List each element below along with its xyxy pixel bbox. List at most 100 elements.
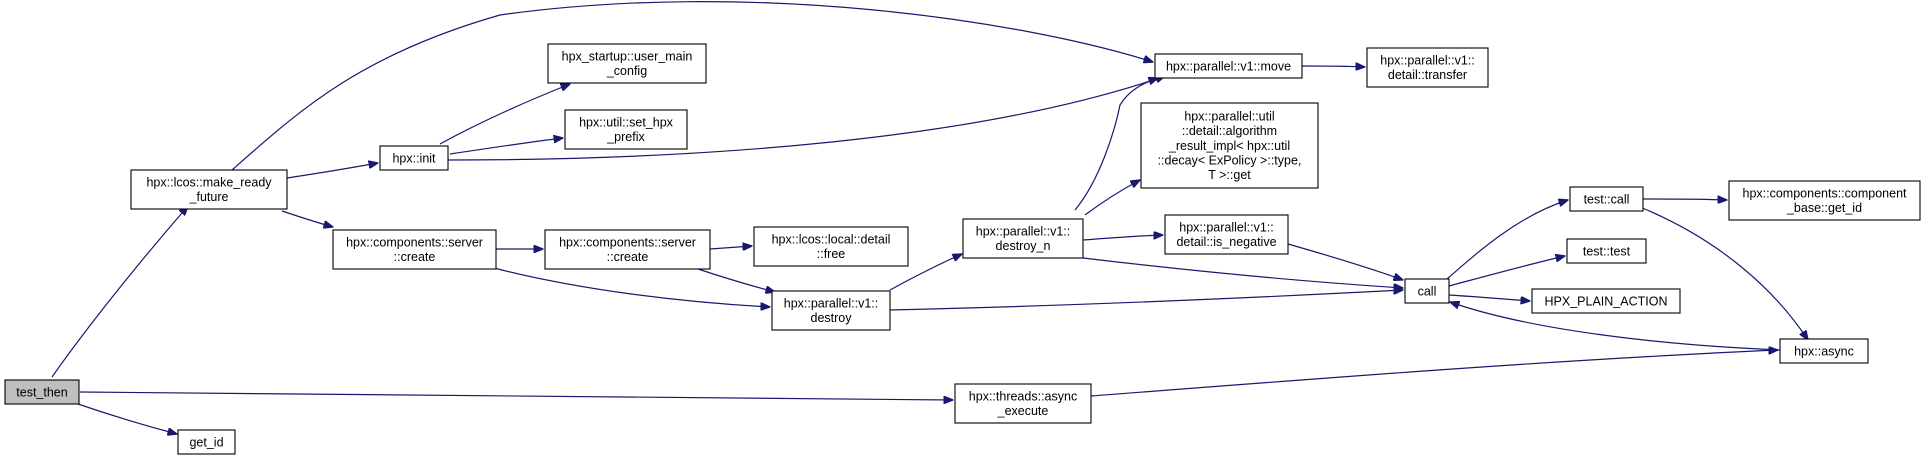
node-label-line: hpx::parallel::v1::	[784, 297, 879, 311]
node-box	[544, 229, 711, 270]
node-label-line: detail::is_negative	[1176, 235, 1276, 249]
edge-hpx-init-to-user-main-config	[439, 84, 570, 145]
node-label-line: hpx::lcos::local::detail	[772, 233, 891, 247]
node-box	[1566, 238, 1647, 264]
node-label-line: _base::get_id	[1786, 201, 1862, 215]
edge-make-ready-future-to-server-create-1	[281, 210, 333, 227]
edge-server-create-2-to-lcos-local-free	[709, 246, 752, 249]
edge-parallel-destroy-to-destroy-n	[889, 254, 962, 291]
node-box	[1728, 180, 1921, 221]
node-box	[1569, 186, 1644, 212]
edge-make-ready-future-to-parallel-move	[231, 1, 1153, 171]
node-label-line: destroy	[811, 311, 853, 325]
node-label-line: T >::get	[1208, 168, 1251, 182]
edge-test-call-to-component-base-get-id	[1642, 199, 1727, 200]
node-label-line: _config	[606, 64, 647, 78]
edge-parallel-move-to-detail-transfer	[1301, 66, 1365, 67]
node-box	[1140, 102, 1319, 189]
node-call[interactable]: call	[1404, 278, 1450, 304]
node-label-line: hpx::parallel::v1::	[976, 225, 1071, 239]
node-lcos-local-free[interactable]: hpx::lcos::local::detail::free	[753, 226, 909, 267]
node-label-line: hpx::components::server	[346, 236, 483, 250]
node-label-line: hpx::components::server	[559, 236, 696, 250]
edge-server-create-1-to-parallel-destroy	[493, 267, 770, 307]
node-parallel-destroy[interactable]: hpx::parallel::v1::destroy	[771, 290, 891, 331]
node-box	[379, 145, 449, 171]
node-label-line: test::test	[1583, 244, 1631, 258]
node-label-line: hpx::async	[1794, 344, 1854, 358]
edge-test-then-to-async-execute	[79, 391, 953, 400]
edge-test-then-to-make-ready-future	[51, 206, 188, 378]
node-label-line: ::free	[817, 247, 846, 261]
node-async-execute[interactable]: hpx::threads::async_execute	[954, 383, 1092, 424]
node-box	[1779, 338, 1869, 364]
node-label-line: hpx::parallel::v1::	[1380, 54, 1475, 68]
node-label-line: _result_impl< hpx::util	[1168, 139, 1290, 153]
edge-destroy-n-to-parallel-move	[1074, 78, 1158, 211]
node-label-line: hpx::components::component	[1743, 187, 1908, 201]
node-box	[753, 226, 909, 267]
node-test-then[interactable]: test_then	[4, 379, 80, 405]
node-label-line: ::create	[394, 250, 436, 264]
node-label-line: call	[1418, 284, 1437, 298]
edge-hpx-async-to-call	[1450, 302, 1781, 351]
edge-test-call-to-hpx-async	[1639, 206, 1808, 340]
node-label-line: ::decay< ExPolicy >::type,	[1158, 153, 1302, 167]
edge-parallel-destroy-to-call	[889, 290, 1403, 311]
edge-call-to-test-test	[1448, 256, 1565, 287]
node-user-main-config[interactable]: hpx_startup::user_main_config	[547, 43, 707, 84]
node-label-line: get_id	[189, 435, 223, 449]
node-box	[564, 109, 688, 150]
node-get-id[interactable]: get_id	[177, 429, 236, 455]
edge-destroy-n-to-is-negative	[1082, 235, 1163, 241]
node-label-line: destroy_n	[996, 239, 1051, 253]
node-box	[962, 218, 1084, 259]
node-label-line: hpx::threads::async	[969, 390, 1077, 404]
node-component-base-get-id[interactable]: hpx::components::component_base::get_id	[1728, 180, 1921, 221]
node-label-line: test::call	[1584, 192, 1630, 206]
edges	[51, 1, 1808, 434]
edge-destroy-n-to-algorithm-result-impl	[1084, 180, 1140, 216]
node-label-line: hpx::parallel::util	[1184, 110, 1274, 124]
edge-call-to-hpx-plain-action	[1448, 294, 1530, 301]
edge-destroy-n-to-call	[1082, 257, 1403, 288]
node-hpx-async[interactable]: hpx::async	[1779, 338, 1869, 364]
edge-call-to-test-call	[1446, 200, 1568, 280]
node-test-call[interactable]: test::call	[1569, 186, 1644, 212]
node-label-line: ::create	[607, 250, 649, 264]
node-box	[4, 379, 80, 405]
node-box	[1164, 214, 1289, 255]
node-set-hpx-prefix[interactable]: hpx::util::set_hpx_prefix	[564, 109, 688, 150]
edge-hpx-init-to-parallel-move	[447, 76, 1165, 161]
node-hpx-plain-action[interactable]: HPX_PLAIN_ACTION	[1531, 288, 1681, 314]
node-label-line: _future	[189, 190, 229, 204]
node-is-negative[interactable]: hpx::parallel::v1::detail::is_negative	[1164, 214, 1289, 255]
node-box	[177, 429, 236, 455]
node-parallel-move[interactable]: hpx::parallel::v1::move	[1154, 53, 1303, 79]
node-box	[130, 169, 288, 210]
node-label-line: _prefix	[606, 130, 645, 144]
node-label-line: ::detail::algorithm	[1182, 124, 1277, 138]
edge-is-negative-to-call	[1287, 243, 1403, 280]
node-label-line: hpx::parallel::v1::	[1179, 221, 1274, 235]
node-box	[954, 383, 1092, 424]
node-destroy-n[interactable]: hpx::parallel::v1::destroy_n	[962, 218, 1084, 259]
node-detail-transfer[interactable]: hpx::parallel::v1::detail::transfer	[1366, 47, 1489, 88]
node-box	[332, 229, 497, 270]
node-test-test[interactable]: test::test	[1566, 238, 1647, 264]
edge-async-execute-to-hpx-async	[1090, 350, 1778, 397]
node-label-line: _execute	[997, 404, 1049, 418]
node-label-line: test_then	[16, 385, 67, 399]
node-box	[1404, 278, 1450, 304]
node-server-create-1[interactable]: hpx::components::server::create	[332, 229, 497, 270]
node-label-line: hpx_startup::user_main	[562, 50, 693, 64]
edge-test-then-to-get-id	[77, 403, 177, 434]
node-label-line: hpx::init	[392, 151, 436, 165]
node-algorithm-result-impl[interactable]: hpx::parallel::util::detail::algorithm_r…	[1140, 102, 1319, 189]
node-make-ready-future[interactable]: hpx::lcos::make_ready_future	[130, 169, 288, 210]
node-hpx-init[interactable]: hpx::init	[379, 145, 449, 171]
node-box	[547, 43, 707, 84]
node-label-line: hpx::parallel::v1::move	[1166, 59, 1291, 73]
node-server-create-2[interactable]: hpx::components::server::create	[544, 229, 711, 270]
